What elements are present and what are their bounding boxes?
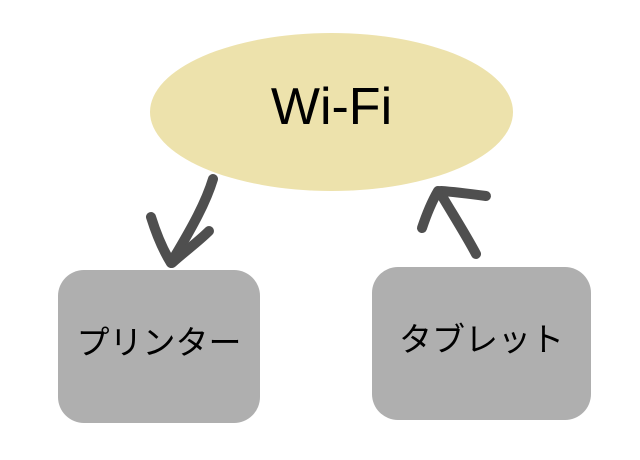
node-tablet: タブレット — [372, 267, 591, 420]
arrow-barb-down — [417, 186, 443, 233]
node-wifi: Wi-Fi — [150, 33, 513, 191]
node-printer: プリンター — [58, 270, 260, 423]
arrow-wifi-to-printer-icon — [146, 174, 218, 268]
arrow-shaft — [437, 191, 481, 259]
arrow-tablet-to-wifi-icon — [417, 186, 491, 259]
node-printer-label: プリンター — [76, 324, 242, 361]
arrow-barb-left — [146, 212, 176, 268]
arrow-shaft — [167, 174, 218, 266]
node-wifi-label: Wi-Fi — [270, 78, 393, 136]
arrow-barb-right — [167, 226, 214, 268]
arrow-barb-right — [436, 186, 491, 201]
node-tablet-label: タブレット — [399, 321, 564, 358]
